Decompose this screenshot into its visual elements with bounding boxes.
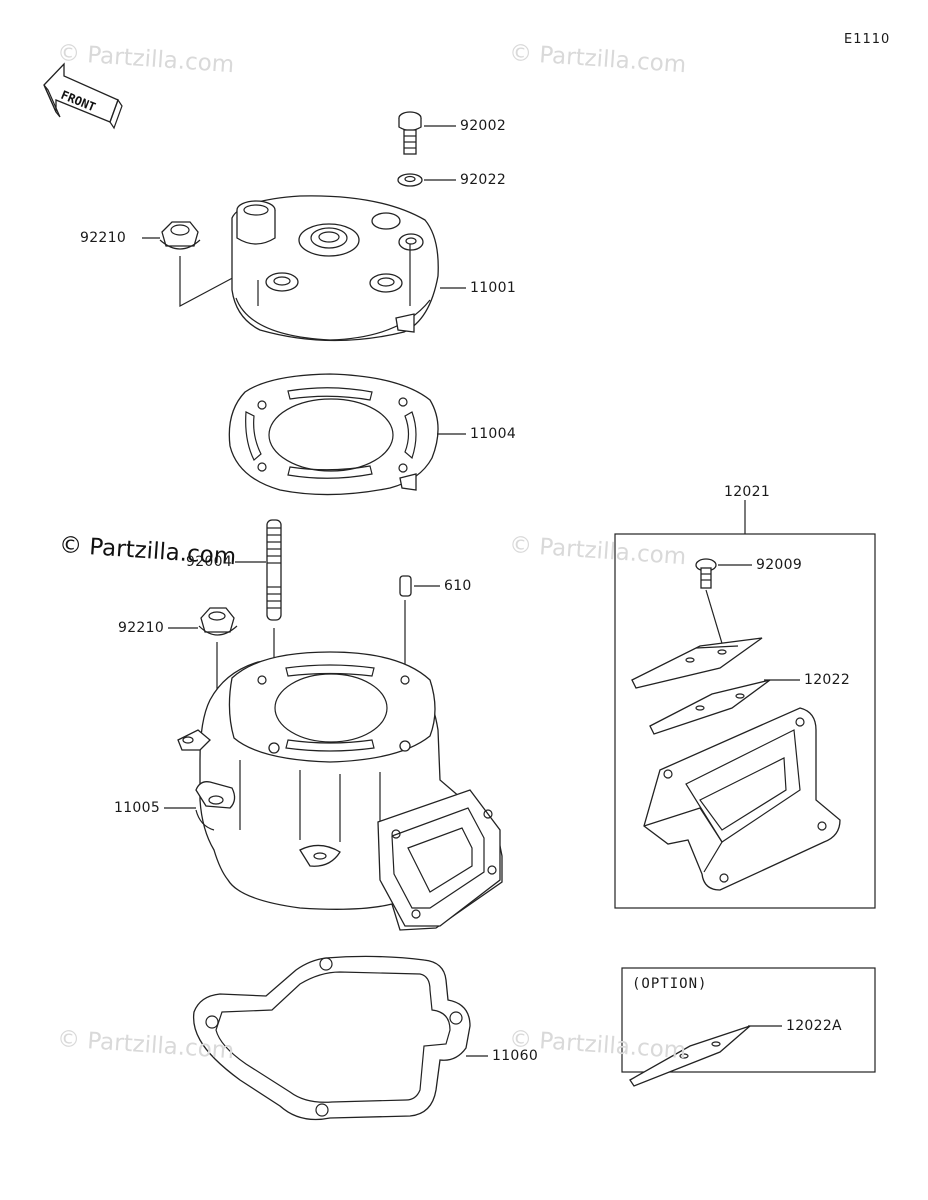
cylinder-11005	[164, 651, 503, 931]
nut-92210-upper	[142, 221, 271, 307]
head-gasket-11004	[228, 373, 466, 496]
label-nut-lower: 92210	[118, 620, 165, 636]
bolt-92002	[398, 111, 456, 155]
front-arrow-icon: FRONT	[43, 62, 123, 130]
label-bolt: 92002	[460, 118, 507, 134]
label-head-gasket: 11004	[470, 426, 517, 442]
option-box	[621, 967, 876, 1087]
label-base-gasket: 11060	[492, 1048, 539, 1064]
screw-92009	[695, 558, 752, 651]
washer-92022	[397, 173, 456, 187]
label-dowel-pin: 610	[444, 578, 472, 594]
label-cylinder-head: 11001	[470, 280, 517, 296]
reed-valve-assy-12021	[614, 500, 876, 909]
diagram-code: E1110	[844, 32, 891, 47]
reed-block	[643, 707, 841, 891]
label-reed-valve-assy: 12021	[724, 484, 771, 500]
base-gasket-11060	[192, 955, 488, 1121]
cylinder-head-11001	[231, 195, 466, 342]
option-label: (OPTION)	[632, 976, 708, 992]
label-stud: 92004	[186, 554, 233, 570]
label-washer: 92022	[460, 172, 507, 188]
label-reed: 12022	[804, 672, 851, 688]
label-screw: 92009	[756, 557, 803, 573]
label-nut-upper: 92210	[80, 230, 127, 246]
label-reed-option: 12022A	[786, 1018, 842, 1034]
label-cylinder: 11005	[114, 800, 161, 816]
reed-12022	[631, 637, 800, 735]
